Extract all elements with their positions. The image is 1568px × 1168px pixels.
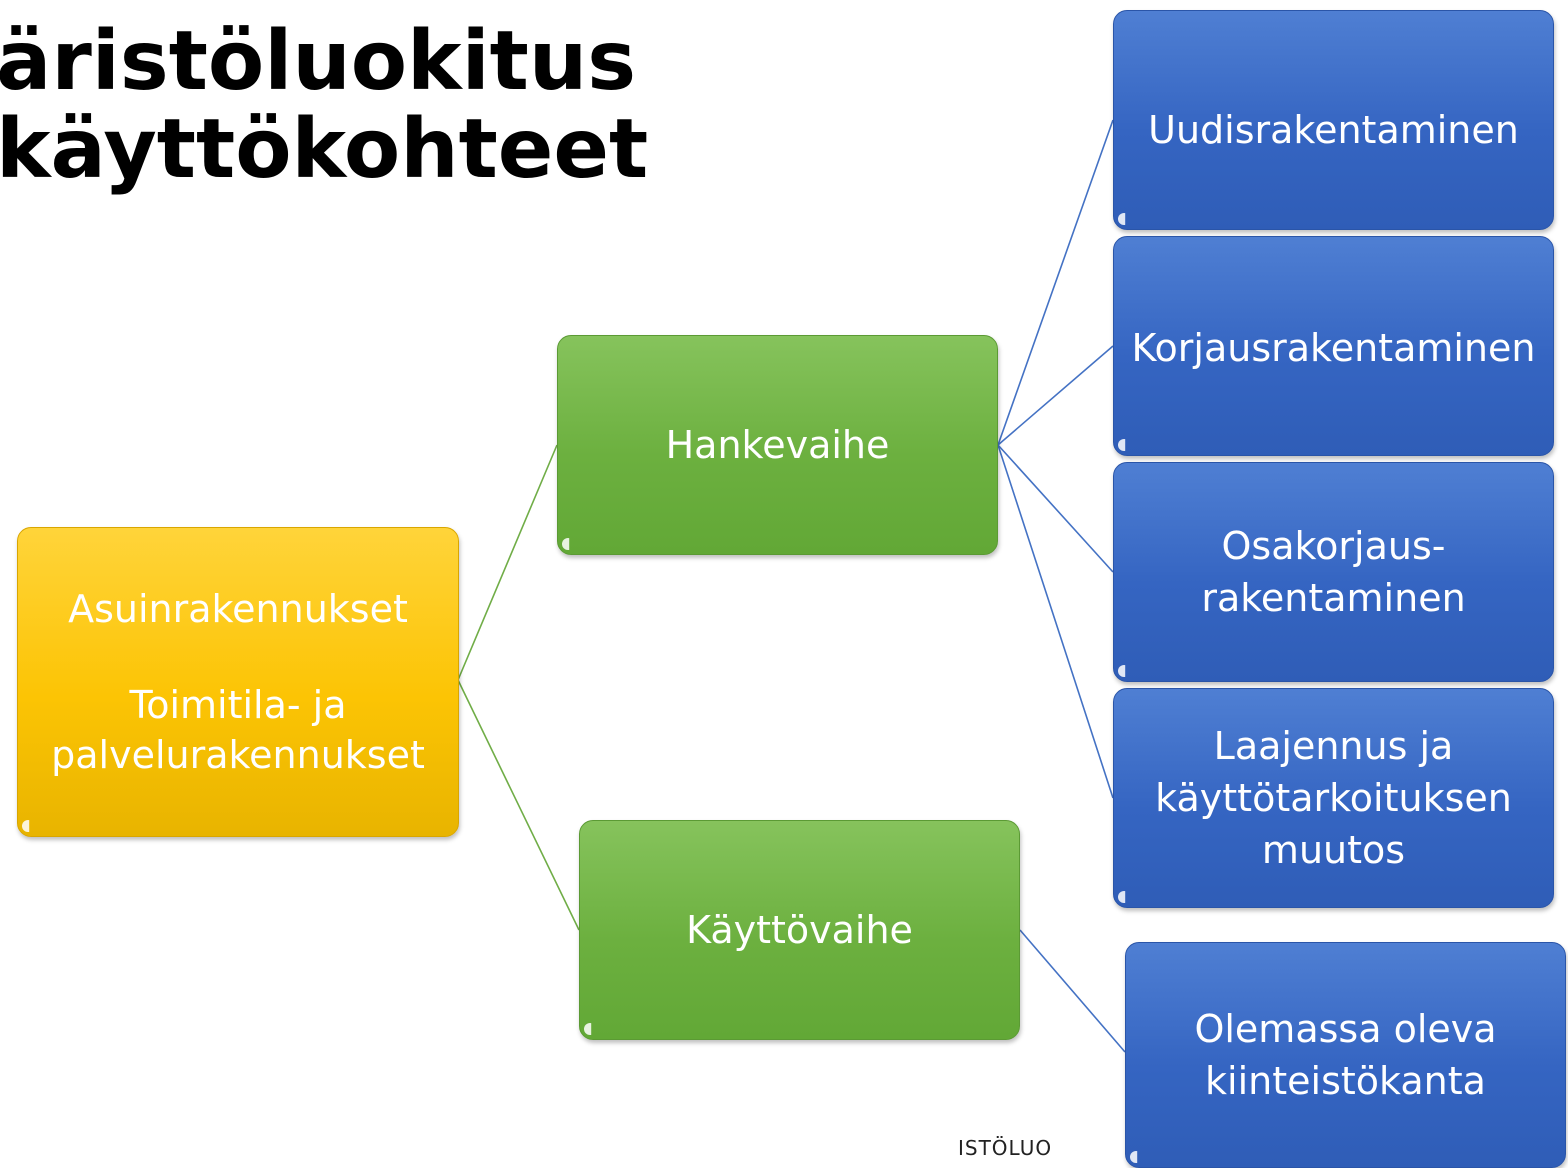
- connector-root-hankevaihe: [457, 444, 558, 681]
- node-osakorjausrakentaminen: Osakorjaus- rakentaminen: [1113, 462, 1554, 682]
- connector-hanke-laajennus: [997, 444, 1114, 799]
- node-uudisrakentaminen-label: Uudisrakentaminen: [1148, 108, 1519, 152]
- title-line-2: käyttökohteet: [0, 102, 649, 197]
- connector-hanke-osakorjaus: [997, 444, 1114, 573]
- node-building-types-line-2: Toimitila- ja palvelurakennukset: [51, 683, 425, 777]
- node-laajennus-label: Laajennus ja käyttötarkoituksen muutos: [1155, 724, 1512, 872]
- node-building-types-line-1: Asuinrakennukset: [68, 587, 408, 631]
- node-kayttovaihe-label: Käyttövaihe: [686, 908, 913, 952]
- node-korjausrakentaminen: Korjausrakentaminen: [1113, 236, 1554, 456]
- page-title: äristöluokitus käyttökohteet: [0, 18, 648, 194]
- node-kayttovaihe: Käyttövaihe: [579, 820, 1020, 1040]
- connector-kaytto-olemassa: [1019, 929, 1126, 1053]
- node-hankevaihe-label: Hankevaihe: [665, 423, 890, 467]
- logo-stamp-partial: ISTÖLUO: [958, 1136, 1053, 1160]
- connector-root-kayttovaihe: [457, 679, 580, 931]
- node-olemassa-oleva: Olemassa oleva kiinteistökanta: [1125, 942, 1566, 1168]
- connector-hanke-uudis: [997, 119, 1114, 446]
- node-hankevaihe: Hankevaihe: [557, 335, 998, 555]
- title-line-1: äristöluokitus: [0, 14, 637, 109]
- node-osakorjausrakentaminen-label: Osakorjaus- rakentaminen: [1201, 524, 1466, 620]
- node-korjausrakentaminen-label: Korjausrakentaminen: [1131, 326, 1536, 370]
- node-building-types: Asuinrakennukset Toimitila- ja palvelura…: [17, 527, 459, 837]
- node-uudisrakentaminen: Uudisrakentaminen: [1113, 10, 1554, 230]
- node-laajennus: Laajennus ja käyttötarkoituksen muutos: [1113, 688, 1554, 908]
- connector-hanke-korjaus: [997, 345, 1114, 446]
- node-olemassa-oleva-label: Olemassa oleva kiinteistökanta: [1194, 1007, 1497, 1103]
